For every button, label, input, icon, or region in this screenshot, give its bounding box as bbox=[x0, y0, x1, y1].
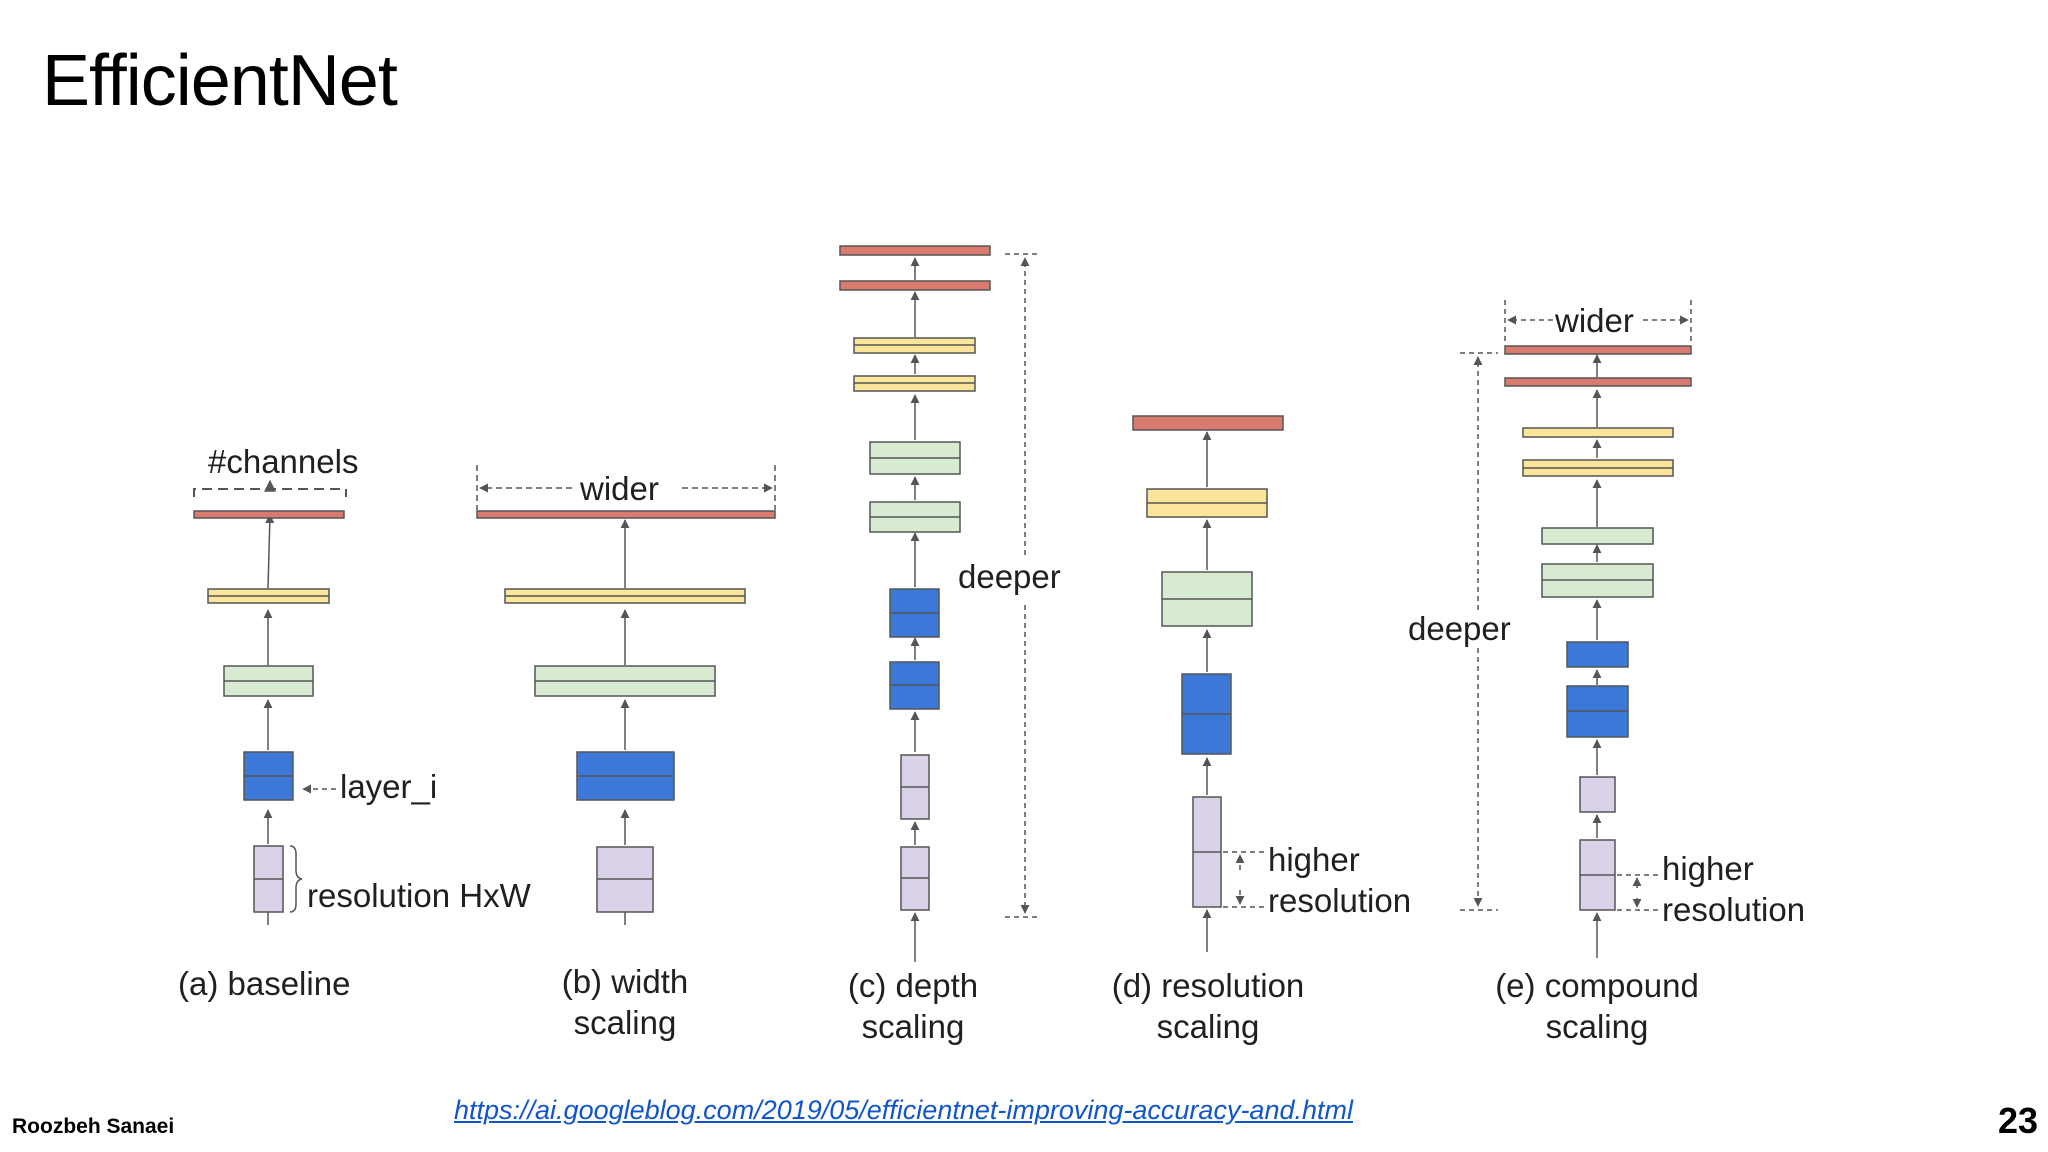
resolution-higher-annotation bbox=[1223, 851, 1265, 908]
compound-wider-label: wider bbox=[1554, 302, 1634, 339]
resolution-higher-label: higher bbox=[1268, 841, 1360, 878]
depth-caption-2: scaling bbox=[862, 1008, 965, 1045]
baseline-resolution-label: resolution HxW bbox=[307, 877, 532, 914]
resolution-caption-2: scaling bbox=[1157, 1008, 1260, 1045]
compound-caption-1: (e) compound bbox=[1495, 967, 1699, 1004]
compound-red-block-2 bbox=[1504, 345, 1692, 355]
compound-green-block-2 bbox=[1541, 527, 1654, 545]
baseline-caption: (a) baseline bbox=[178, 965, 350, 1002]
slide-title: EfficientNet bbox=[42, 41, 398, 121]
compound-deeper-label: deeper bbox=[1408, 610, 1511, 647]
compound-annotations bbox=[1460, 300, 1692, 911]
slide-number: 23 bbox=[1997, 1100, 2038, 1141]
compound-yellow-block-2 bbox=[1522, 427, 1674, 438]
width-red-block bbox=[476, 510, 776, 519]
width-wider-label: wider bbox=[579, 470, 659, 507]
width-caption-1: (b) width bbox=[562, 963, 689, 1000]
compound-blue-block-2 bbox=[1566, 641, 1629, 668]
compound-layers bbox=[1504, 345, 1692, 911]
depth-layers bbox=[839, 245, 991, 911]
source-link[interactable]: https://ai.googleblog.com/2019/05/effici… bbox=[454, 1095, 1353, 1125]
author-name: Roozbeh Sanaei bbox=[12, 1115, 175, 1138]
resolution-resolution-label: resolution bbox=[1268, 882, 1411, 919]
depth-caption-1: (c) depth bbox=[848, 967, 978, 1004]
resolution-caption-1: (d) resolution bbox=[1112, 967, 1305, 1004]
channels-label: #channels bbox=[208, 443, 358, 480]
width-layers bbox=[476, 510, 776, 913]
compound-red-block-1 bbox=[1504, 377, 1692, 387]
baseline-annotations bbox=[193, 479, 347, 913]
compound-caption-2: scaling bbox=[1546, 1008, 1649, 1045]
resolution-layers bbox=[1132, 415, 1284, 908]
depth-deeper-annotation bbox=[1005, 253, 1040, 918]
width-wider-annotation bbox=[476, 465, 776, 510]
baseline-layers bbox=[193, 510, 345, 913]
baseline-red-block bbox=[193, 510, 345, 519]
layer-label: layer_i bbox=[340, 768, 437, 805]
depth-red-block-1 bbox=[839, 280, 991, 291]
compound-resolution-label: resolution bbox=[1662, 891, 1805, 928]
width-caption-2: scaling bbox=[574, 1004, 677, 1041]
depth-red-block-2 bbox=[839, 245, 991, 256]
resolution-red-block bbox=[1132, 415, 1284, 431]
compound-higher-label: higher bbox=[1662, 850, 1754, 887]
depth-deeper-label: deeper bbox=[958, 558, 1061, 595]
compound-lavender-block-2 bbox=[1579, 776, 1616, 813]
